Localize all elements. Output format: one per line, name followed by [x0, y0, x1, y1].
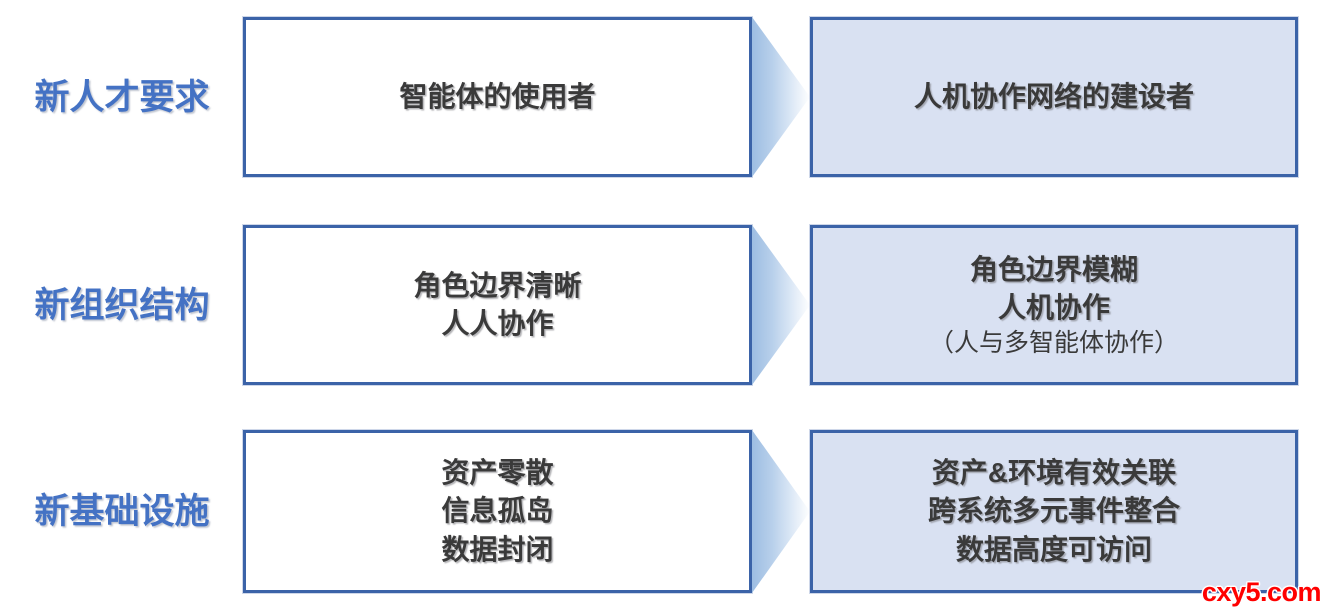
- after-state-box-organization: 角色边界模糊 人机协作 （人与多智能体协作）: [810, 225, 1298, 385]
- after-line: 角色边界模糊: [969, 253, 1138, 285]
- comparison-row: 新组织结构 角色边界清晰 人人协作 角色边界模糊 人机协作 （人与多智能体协作）: [0, 225, 1327, 385]
- comparison-row: 新人才要求 智能体的使用者 人机协作网络的建设者: [0, 17, 1327, 177]
- after-sub-line: （人与多智能体协作）: [928, 328, 1179, 357]
- transition-arrow-icon: [752, 17, 810, 177]
- after-line: 资产&环境有效关联: [931, 457, 1177, 489]
- after-line: 数据高度可访问: [955, 533, 1152, 565]
- after-line: 跨系统多元事件整合: [927, 495, 1180, 527]
- row-label-infrastructure: 新基础设施: [34, 492, 210, 531]
- site-watermark: cxy5.com: [1201, 577, 1322, 607]
- before-line: 智能体的使用者: [399, 80, 596, 112]
- after-state-box-talent: 人机协作网络的建设者: [810, 17, 1298, 177]
- before-state-box-organization: 角色边界清晰 人人协作: [243, 225, 752, 385]
- row-label-talent: 新人才要求: [34, 77, 210, 117]
- transition-arrow-icon: [752, 225, 810, 385]
- after-state-box-infrastructure: 资产&环境有效关联 跨系统多元事件整合 数据高度可访问: [810, 430, 1298, 593]
- before-state-box-talent: 智能体的使用者: [243, 17, 752, 177]
- before-line: 数据封闭: [441, 533, 554, 565]
- before-line: 资产零散: [441, 457, 554, 489]
- before-line: 人人协作: [441, 308, 554, 339]
- after-line: 人机协作网络的建设者: [913, 80, 1194, 112]
- before-line: 角色边界清晰: [413, 269, 582, 301]
- after-line: 人机协作: [997, 291, 1110, 323]
- row-label-organization: 新组织结构: [34, 285, 210, 325]
- comparison-row: 新基础设施 资产零散 信息孤岛 数据封闭 资产&环境有效关联 跨系统多元事件整合…: [0, 430, 1327, 593]
- transition-arrow-icon: [752, 430, 810, 593]
- before-state-box-infrastructure: 资产零散 信息孤岛 数据封闭: [243, 430, 752, 593]
- before-line: 信息孤岛: [441, 495, 554, 527]
